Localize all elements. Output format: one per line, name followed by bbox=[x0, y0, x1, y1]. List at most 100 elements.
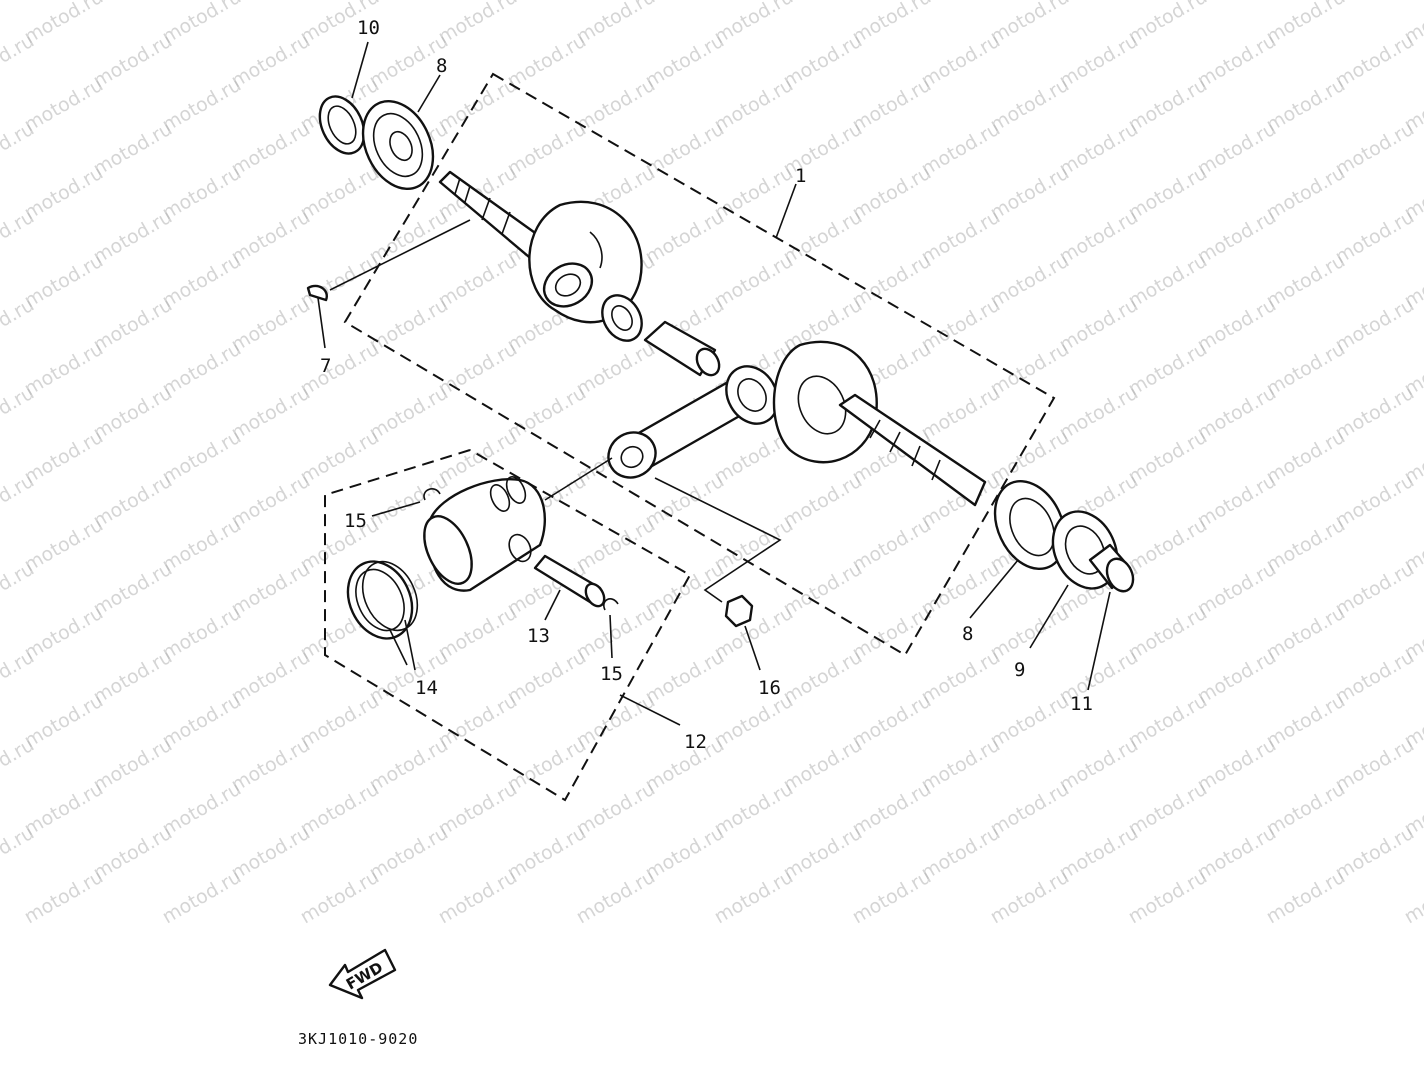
watermark-text: motod.ru bbox=[573, 514, 659, 577]
watermark-text: motod.ru bbox=[1332, 294, 1418, 357]
callout-12: 12 bbox=[684, 731, 707, 753]
watermark-text: motod.ru bbox=[504, 118, 590, 181]
watermark-text: motod.ru bbox=[1263, 690, 1349, 753]
watermark-text: motod.ru bbox=[1194, 30, 1280, 93]
watermark-text: motod.ru bbox=[987, 690, 1073, 753]
watermark-text: motod.ru bbox=[0, 206, 38, 269]
callout-8-left: 8 bbox=[436, 55, 447, 77]
watermark-text: motod.ru bbox=[297, 866, 383, 929]
watermark-text: motod.ru bbox=[849, 514, 935, 577]
watermark-text: motod.ru bbox=[642, 30, 728, 93]
watermark-text: motod.ru bbox=[0, 822, 38, 885]
watermark-text: motod.ru bbox=[987, 250, 1073, 313]
watermark-text: motod.ru bbox=[1056, 382, 1142, 445]
watermark-text: motod.ru bbox=[1194, 558, 1280, 621]
watermark-text: motod.ru bbox=[504, 30, 590, 93]
woodruff-key bbox=[306, 284, 328, 302]
watermark-text: motod.ru bbox=[1263, 514, 1349, 577]
watermark-text: motod.ru bbox=[918, 382, 1004, 445]
crankshaft-left-half bbox=[438, 170, 643, 324]
watermark-text: motod.ru bbox=[21, 866, 107, 929]
watermark-text: motod.ru bbox=[159, 338, 245, 401]
watermark-text: motod.ru bbox=[366, 734, 452, 797]
watermark-text: motod.ru bbox=[711, 866, 797, 929]
watermark-text: motod.ru bbox=[21, 250, 107, 313]
watermark-text: motod.ru bbox=[1056, 734, 1142, 797]
watermark-text: motod.ru bbox=[849, 690, 935, 753]
watermark-text: motod.ru bbox=[297, 690, 383, 753]
watermark-text: motod.ru bbox=[90, 294, 176, 357]
watermark-text: motod.ru bbox=[1194, 294, 1280, 357]
watermark-text: motod.ru bbox=[1263, 602, 1349, 665]
watermark-text: motod.ru bbox=[987, 426, 1073, 489]
watermark-text: motod.ru bbox=[987, 162, 1073, 225]
watermark-text: motod.ru bbox=[90, 558, 176, 621]
watermark-text: motod.ru bbox=[21, 162, 107, 225]
watermark-text: motod.ru bbox=[0, 118, 38, 181]
watermark-text: motod.ru bbox=[1194, 470, 1280, 533]
watermark-text: motod.ru bbox=[435, 602, 521, 665]
watermark-text: motod.ru bbox=[987, 866, 1073, 929]
diagram-code: 3KJ1010-9020 bbox=[298, 1030, 418, 1048]
callout-8-right: 8 bbox=[962, 623, 973, 645]
callout-16: 16 bbox=[758, 677, 781, 699]
watermark-text: motod.ru bbox=[780, 470, 866, 533]
watermark-text: motod.ru bbox=[228, 382, 314, 445]
watermark-text: motod.ru bbox=[1263, 866, 1349, 929]
watermark-text: motod.ru bbox=[435, 866, 521, 929]
watermark-text: motod.ru bbox=[297, 338, 383, 401]
watermark-text: motod.ru bbox=[0, 470, 38, 533]
watermark-text: motod.ru bbox=[1125, 514, 1211, 577]
watermark-text: motod.ru bbox=[849, 866, 935, 929]
watermark-text: motod.ru bbox=[1332, 118, 1418, 181]
crank-pin bbox=[643, 320, 721, 377]
watermark-text: motod.ru bbox=[159, 866, 245, 929]
watermark-text: motod.ru bbox=[1125, 690, 1211, 753]
watermark-text: motod.ru bbox=[228, 206, 314, 269]
watermark-text: motod.ru bbox=[1332, 30, 1418, 93]
watermark-text: motod.ru bbox=[1056, 206, 1142, 269]
watermark-text: motod.ru bbox=[1056, 294, 1142, 357]
callout-13: 13 bbox=[527, 625, 550, 647]
watermark-text: motod.ru bbox=[228, 470, 314, 533]
watermark-text: motod.ru bbox=[21, 338, 107, 401]
needle-bearing bbox=[601, 294, 643, 342]
watermark-text: motod.ru bbox=[159, 74, 245, 137]
watermark-text: motod.ru bbox=[849, 602, 935, 665]
watermark-text: motod.ru bbox=[642, 118, 728, 181]
watermark-text: motod.ru bbox=[21, 690, 107, 753]
watermark-text: motod.ru bbox=[780, 734, 866, 797]
callout-1: 1 bbox=[795, 165, 806, 187]
watermark-text: motod.ru bbox=[780, 206, 866, 269]
piston bbox=[423, 476, 547, 592]
watermark-text: motod.ru bbox=[1263, 74, 1349, 137]
watermark-text: motod.ru bbox=[573, 338, 659, 401]
watermark-text: motod.ru bbox=[849, 74, 935, 137]
watermark-text: motod.ru bbox=[0, 646, 38, 709]
watermark-text: motod.ru bbox=[1194, 206, 1280, 269]
watermark-text: motod.ru bbox=[987, 778, 1073, 841]
watermark-text: motod.ru bbox=[918, 118, 1004, 181]
watermark-text: motod.ru bbox=[918, 646, 1004, 709]
watermark-text: motod.ru bbox=[228, 558, 314, 621]
watermark-text: motod.ru bbox=[504, 734, 590, 797]
watermark-text: motod.ru bbox=[1194, 118, 1280, 181]
watermark-text: motod.ru bbox=[849, 250, 935, 313]
watermark-text: motod.ru bbox=[1332, 382, 1418, 445]
crankshaft-right-half bbox=[772, 340, 987, 507]
watermark-text: motod.ru bbox=[435, 250, 521, 313]
watermark-text: motod.ru bbox=[1194, 734, 1280, 797]
watermark-text: motod.ru bbox=[780, 646, 866, 709]
watermark-text: motod.ru bbox=[21, 426, 107, 489]
watermark-text: motod.ru bbox=[1332, 822, 1418, 885]
watermark-text: motod.ru bbox=[90, 646, 176, 709]
piston-pin bbox=[533, 554, 606, 608]
watermark-text: motod.ru bbox=[780, 30, 866, 93]
watermark-text: motod.ru bbox=[159, 250, 245, 313]
watermark-text: motod.ru bbox=[987, 602, 1073, 665]
watermark-text: motod.ru bbox=[435, 778, 521, 841]
watermark-text: motod.ru bbox=[1125, 602, 1211, 665]
watermark-text: motod.ru bbox=[711, 778, 797, 841]
watermark-text: motod.ru bbox=[1125, 162, 1211, 225]
